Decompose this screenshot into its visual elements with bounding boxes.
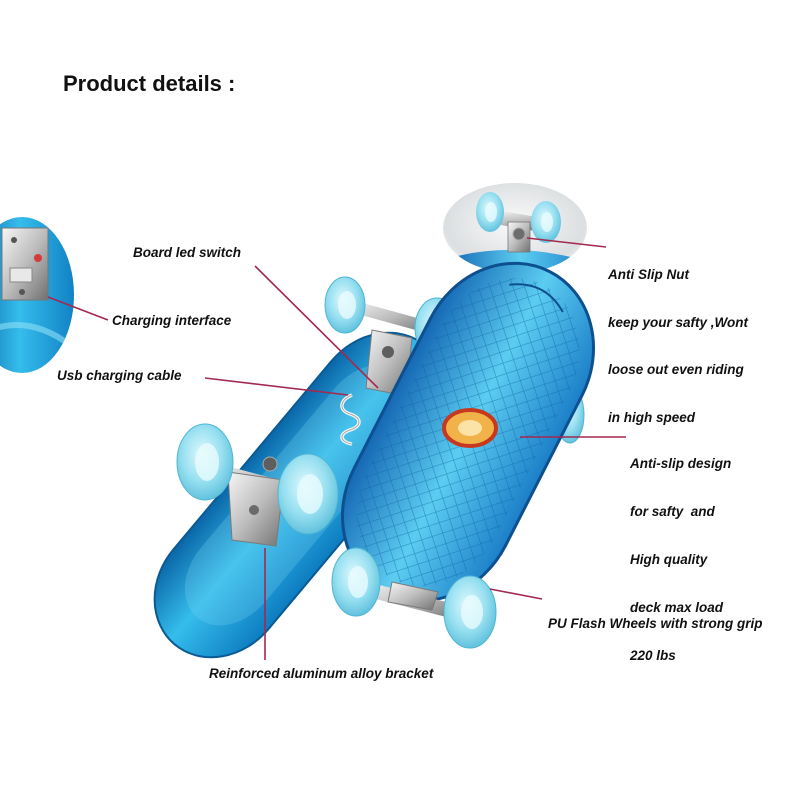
callout-line-charging-interface bbox=[47, 296, 109, 321]
left-skateboard bbox=[153, 276, 460, 659]
callout-line-anti-slip-nut bbox=[526, 237, 607, 248]
callout-line-usb-cable bbox=[204, 377, 349, 396]
label-line: loose out even riding bbox=[608, 362, 744, 377]
callout-lines bbox=[47, 237, 626, 660]
label-line: for safty and bbox=[630, 504, 715, 519]
truck-bracket bbox=[364, 581, 462, 620]
label-charging-interface: Charging interface bbox=[112, 313, 232, 328]
callout-line-pu-wheels bbox=[489, 588, 543, 600]
deck-sticker bbox=[442, 408, 498, 448]
wheel bbox=[324, 276, 366, 334]
label-line: 220 lbs bbox=[630, 648, 676, 663]
charging-closeup-inset bbox=[0, 217, 74, 373]
right-skateboard bbox=[331, 261, 596, 649]
label-line: Anti-slip design bbox=[630, 456, 732, 471]
label-anti-slip-nut: Anti Slip Nut keep your safty ,Wont loos… bbox=[608, 235, 748, 457]
page-title: Product details : bbox=[63, 71, 236, 96]
label-anti-slip-design: Anti-slip design for safty and High qual… bbox=[630, 424, 731, 696]
label-board-led-switch: Board led switch bbox=[133, 245, 242, 260]
label-line: in high speed bbox=[608, 409, 696, 425]
wheel bbox=[443, 575, 497, 649]
label-usb-charging-cable: Usb charging cable bbox=[57, 368, 182, 383]
wheel bbox=[176, 423, 234, 501]
wheel bbox=[331, 547, 381, 617]
wheel bbox=[277, 453, 339, 535]
label-aluminum-bracket: Reinforced aluminum alloy bracket bbox=[209, 666, 434, 681]
label-line: Anti Slip Nut bbox=[608, 267, 689, 282]
label-line: keep your safty ,Wont bbox=[608, 314, 749, 330]
label-pu-flash-wheels: PU Flash Wheels with strong grip bbox=[548, 616, 763, 631]
label-line: deck max load bbox=[630, 600, 724, 615]
label-line: High quality bbox=[630, 552, 708, 567]
callout-line-led-switch bbox=[254, 265, 379, 389]
anti-slip-nut-inset bbox=[443, 183, 587, 273]
